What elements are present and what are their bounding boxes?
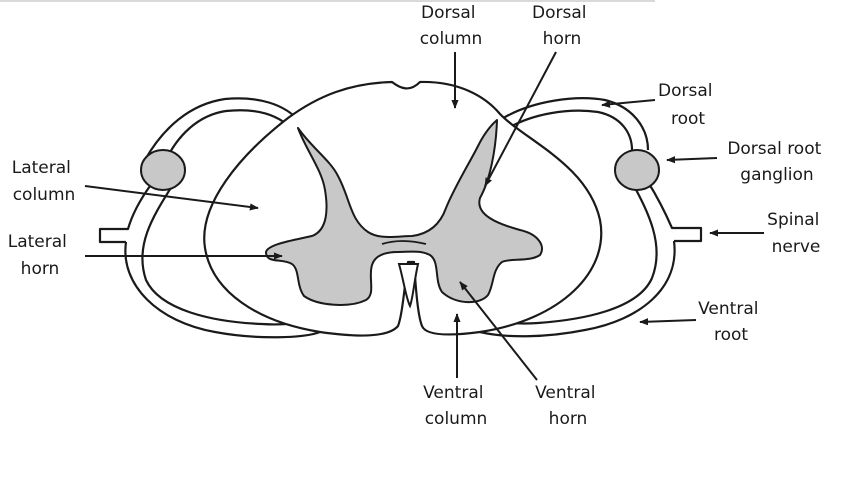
label-ventral-column: Ventral column bbox=[423, 383, 489, 429]
arrow-dorsal-root-ganglion bbox=[666, 156, 718, 164]
right-nerve-upper-outline bbox=[647, 181, 703, 243]
left-nerve-upper-outline bbox=[98, 185, 151, 244]
left-nerve-lower-outline bbox=[124, 241, 321, 339]
left-dorsal-root-inner bbox=[164, 109, 294, 163]
right-dorsal-root-ganglion bbox=[614, 149, 660, 191]
label-lateral-column: Lateral column bbox=[12, 158, 77, 205]
right-nerve-lower-outline bbox=[479, 240, 676, 338]
right-dorsal-root-outer bbox=[499, 97, 650, 151]
gray-commissure bbox=[381, 240, 427, 245]
spinal-cord-outline bbox=[203, 80, 603, 337]
label-spinal-nerve: Spinal nerve bbox=[767, 210, 825, 257]
gray-matter bbox=[265, 119, 543, 306]
label-ventral-horn: Ventral horn bbox=[535, 383, 601, 429]
label-ventral-root: Ventral root bbox=[698, 299, 764, 345]
arrow-ventral-root bbox=[639, 318, 697, 326]
left-dorsal-root-ganglion bbox=[140, 149, 186, 191]
arrow-lateral-column bbox=[84, 185, 259, 211]
label-dorsal-root-ganglion: Dorsal root ganglion bbox=[727, 139, 826, 185]
right-dorsal-root-inner bbox=[504, 109, 634, 151]
label-dorsal-horn: Dorsal horn bbox=[532, 3, 592, 49]
arrow-dorsal-horn bbox=[484, 51, 557, 187]
left-dorsal-root-outer bbox=[144, 97, 301, 161]
ventral-median-fissure bbox=[397, 263, 420, 309]
label-dorsal-column: Dorsal column bbox=[420, 3, 483, 49]
label-dorsal-root: Dorsal root bbox=[658, 81, 718, 129]
arrow-ventral-horn bbox=[459, 281, 538, 381]
label-lateral-horn: Lateral horn bbox=[8, 232, 73, 279]
top-divider bbox=[0, 0, 655, 2]
arrow-dorsal-root bbox=[601, 99, 656, 108]
